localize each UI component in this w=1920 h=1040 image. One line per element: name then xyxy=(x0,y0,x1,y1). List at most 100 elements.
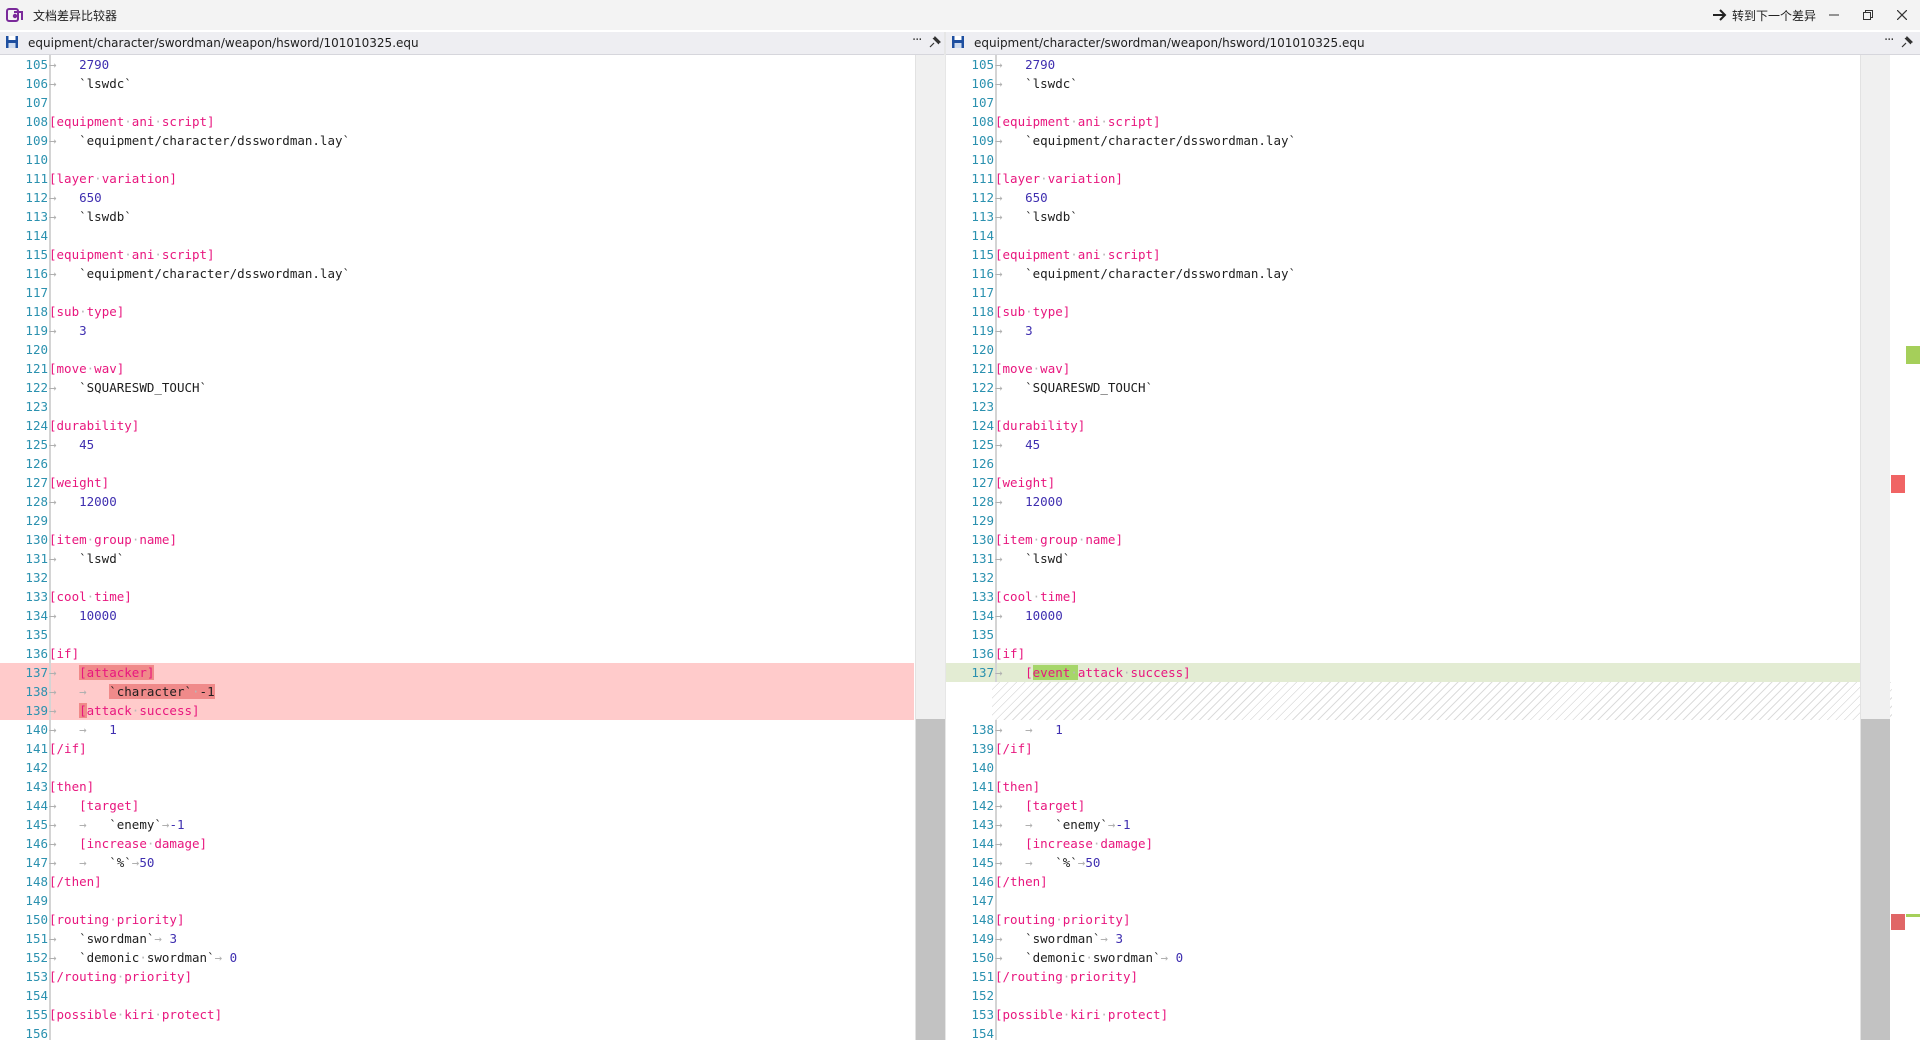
code-line: 116→ `equipment/character/dsswordman.lay… xyxy=(971,264,1297,283)
next-diff-label: 转到下一个差异 xyxy=(1732,8,1817,23)
code-line: 111[layer·variation] xyxy=(971,169,1123,188)
code-line: 118[sub·type] xyxy=(25,302,125,321)
code-line: 135 xyxy=(946,625,1890,644)
left-pane-header: equipment/character/swordman/weapon/hswo… xyxy=(0,32,944,55)
code-line: 140 xyxy=(946,758,1890,777)
code-line: 138→ → 1 xyxy=(971,720,1063,739)
right-more-button[interactable]: ··· xyxy=(1884,33,1894,48)
save-icon[interactable] xyxy=(5,35,19,49)
code-line: 146→ [increase·damage] xyxy=(25,834,208,853)
deleted-line: 137→ [attacker] xyxy=(0,663,914,682)
code-line: 143[then] xyxy=(25,777,95,796)
code-line: 105→ 2790 xyxy=(25,55,110,74)
code-line: 146[/then] xyxy=(971,872,1048,891)
code-line: 142 xyxy=(0,758,914,777)
code-line: 152→ `demonic·swordman`→ 0 xyxy=(25,948,238,967)
overview-insert-marker[interactable] xyxy=(1906,346,1920,364)
code-line: 130[item·group·name] xyxy=(25,530,177,549)
code-line: 152 xyxy=(946,986,1890,1005)
missing-lines-placeholder xyxy=(992,682,1892,720)
title-bar: 文档差异比较器 转到下一个差异 xyxy=(0,0,1920,30)
code-line: 121[move·wav] xyxy=(971,359,1071,378)
save-icon[interactable] xyxy=(951,35,965,49)
code-line: 112→ 650 xyxy=(971,188,1048,207)
app-icon xyxy=(6,8,23,22)
left-vertical-scrollbar[interactable] xyxy=(915,55,945,1040)
code-line: 147→ → `%`→50 xyxy=(25,853,155,872)
code-line: 120 xyxy=(946,340,1890,359)
restore-button[interactable] xyxy=(1850,0,1886,30)
code-line: 148[routing·priority] xyxy=(971,910,1131,929)
left-more-button[interactable]: ··· xyxy=(912,33,922,48)
code-line: 133[cool·time] xyxy=(971,587,1078,606)
code-line: 151→ `swordman`→ 3 xyxy=(25,929,177,948)
code-line: 115[equipment·ani·script] xyxy=(25,245,215,264)
left-scroll-thumb[interactable] xyxy=(916,719,945,1040)
code-line: 126 xyxy=(0,454,914,473)
code-line: 155[possible·kiri·protect] xyxy=(25,1005,223,1024)
code-line: 153[possible·kiri·protect] xyxy=(971,1005,1169,1024)
code-line: 129 xyxy=(946,511,1890,530)
code-line: 126 xyxy=(946,454,1890,473)
minimize-button[interactable] xyxy=(1816,0,1852,30)
arrow-right-icon xyxy=(1713,9,1727,21)
code-line: 118[sub·type] xyxy=(971,302,1071,321)
pane-splitter[interactable] xyxy=(944,32,946,1040)
code-line: 131→ `lswd` xyxy=(25,549,125,568)
app-title: 文档差异比较器 xyxy=(33,9,118,23)
close-button[interactable] xyxy=(1884,0,1920,30)
code-line: 154 xyxy=(946,1024,1890,1040)
code-line: 131→ `lswd` xyxy=(971,549,1071,568)
code-line: 150[routing·priority] xyxy=(25,910,185,929)
code-line: 127[weight] xyxy=(25,473,110,492)
code-line: 112→ 650 xyxy=(25,188,102,207)
code-line: 107 xyxy=(946,93,1890,112)
code-line: 140→ → 1 xyxy=(25,720,117,739)
code-line: 117 xyxy=(0,283,914,302)
code-line: 133[cool·time] xyxy=(25,587,132,606)
code-line: 110 xyxy=(946,150,1890,169)
overview-insert-marker[interactable] xyxy=(1906,914,1920,917)
code-line: 110 xyxy=(0,150,914,169)
code-line: 129 xyxy=(0,511,914,530)
code-line: 139[/if] xyxy=(971,739,1033,758)
code-line: 141[/if] xyxy=(25,739,87,758)
code-line: 136[if] xyxy=(25,644,80,663)
pin-icon[interactable] xyxy=(928,35,942,49)
code-line: 125→ 45 xyxy=(25,435,95,454)
right-vertical-scrollbar[interactable] xyxy=(1860,55,1890,1040)
code-line: 149→ `swordman`→ 3 xyxy=(971,929,1123,948)
inserted-line: 137→ [event·attack·success] xyxy=(946,663,1890,682)
code-line: 143→ → `enemy`→-1 xyxy=(971,815,1131,834)
overview-delete-marker[interactable] xyxy=(1891,914,1905,930)
deleted-line: 138→ → `character`·-1 xyxy=(0,682,914,701)
next-diff-button[interactable]: 转到下一个差异 xyxy=(1712,4,1816,26)
code-line: 127[weight] xyxy=(971,473,1056,492)
code-line: 107 xyxy=(0,93,914,112)
code-line: 128→ 12000 xyxy=(25,492,117,511)
code-line: 123 xyxy=(0,397,914,416)
code-line: 156 xyxy=(0,1024,914,1040)
overview-delete-marker[interactable] xyxy=(1891,475,1905,493)
code-line: 136[if] xyxy=(971,644,1026,663)
right-scroll-thumb[interactable] xyxy=(1861,719,1890,1040)
code-line: 132 xyxy=(946,568,1890,587)
right-code-pane[interactable]: 105→ 2790 106→ `lswdc` 107 108[equipment… xyxy=(946,55,1890,1040)
code-line: 141[then] xyxy=(971,777,1041,796)
code-line: 134→ 10000 xyxy=(25,606,117,625)
code-line: 106→ `lswdc` xyxy=(25,74,132,93)
code-line: 117 xyxy=(946,283,1890,302)
code-line: 128→ 12000 xyxy=(971,492,1063,511)
code-line: 106→ `lswdc` xyxy=(971,74,1078,93)
pin-icon[interactable] xyxy=(1900,35,1914,49)
close-icon xyxy=(1897,10,1907,20)
code-line: 108[equipment·ani·script] xyxy=(971,112,1161,131)
code-line: 153[/routing·priority] xyxy=(25,967,192,986)
code-line: 116→ `equipment/character/dsswordman.lay… xyxy=(25,264,351,283)
code-line: 122→ `SQUARESWD_TOUCH` xyxy=(971,378,1154,397)
code-line: 124[durability] xyxy=(971,416,1086,435)
code-line: 142→ [target] xyxy=(971,796,1086,815)
code-line: 144→ [increase·damage] xyxy=(971,834,1154,853)
code-line: 148[/then] xyxy=(25,872,102,891)
left-code-pane[interactable]: 105→ 2790 106→ `lswdc` 107 108[equipment… xyxy=(0,55,914,1040)
